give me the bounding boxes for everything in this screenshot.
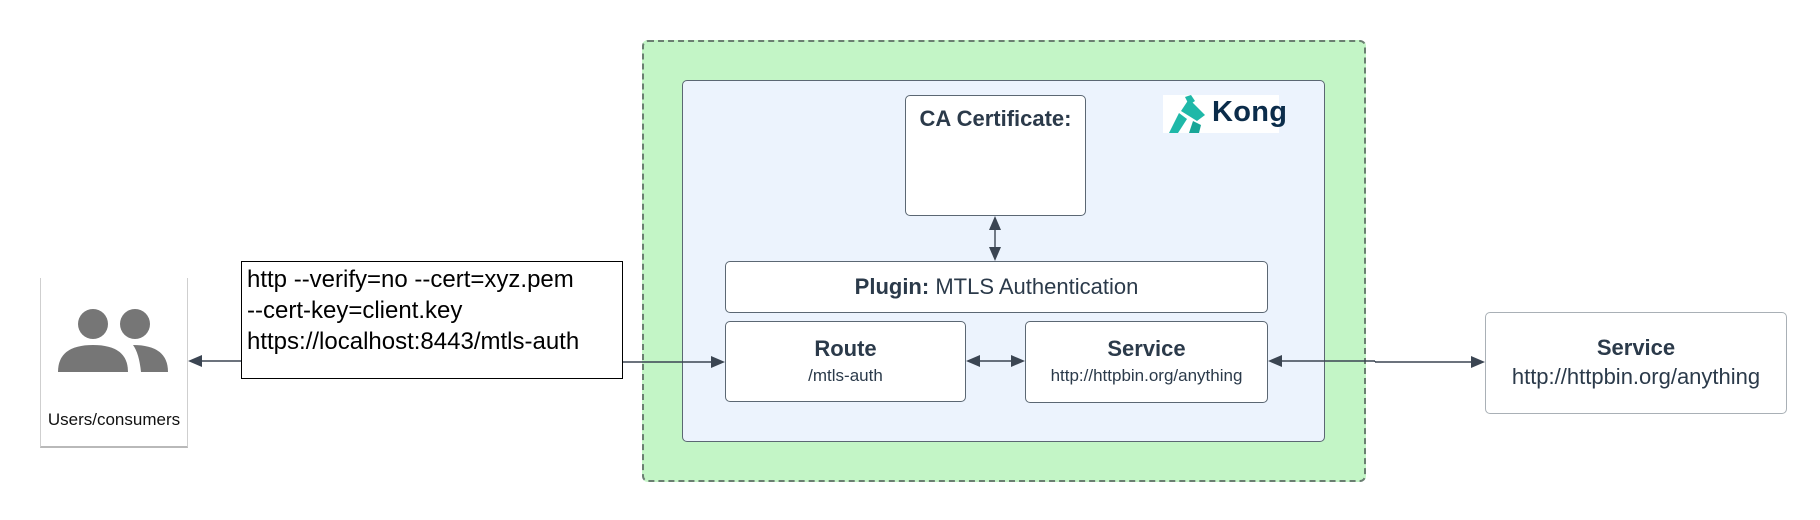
- plugin-label-bold: Plugin:: [854, 274, 930, 299]
- plugin-box: Plugin: MTLS Authentication: [725, 261, 1268, 313]
- plugin-label: MTLS Authentication: [929, 274, 1139, 299]
- ca-certificate-box: CA Certificate:: [905, 95, 1086, 216]
- kong-logo: [1163, 95, 1279, 133]
- external-service-title: Service: [1596, 335, 1676, 360]
- kong-logo-icon: [1169, 95, 1205, 133]
- kong-service-url: http://httpbin.org/anything: [1050, 366, 1243, 385]
- arrow-service-external: [1268, 355, 1485, 368]
- command-line: --cert-key=client.key: [247, 297, 463, 324]
- ca-certificate-title: CA Certificate:: [919, 106, 1072, 131]
- users-icon: [58, 309, 168, 372]
- arrow-ca-plugin: [989, 216, 1001, 261]
- arrow-to-route: [623, 356, 725, 368]
- route-box: Route /mtls-auth: [725, 321, 966, 402]
- arrow-route-service: [966, 355, 1025, 367]
- route-title: Route: [814, 336, 877, 361]
- external-service-url: http://httpbin.org/anything: [1511, 364, 1761, 389]
- command-line: https://localhost:8443/mtls-auth: [247, 328, 580, 355]
- kong-service-title: Service: [1107, 336, 1186, 361]
- route-path: /mtls-auth: [808, 366, 883, 385]
- users-consumers-label: Users/consumers: [47, 410, 181, 429]
- arrow-to-users: [188, 355, 241, 367]
- kong-logo-text: Kong: [1212, 96, 1288, 128]
- client-command-box: http --verify=no --cert=xyz.pem --cert-k…: [241, 261, 623, 379]
- kong-service-box: Service http://httpbin.org/anything: [1025, 321, 1268, 403]
- command-line: http --verify=no --cert=xyz.pem: [247, 266, 574, 293]
- external-service-box: Service http://httpbin.org/anything: [1485, 312, 1787, 414]
